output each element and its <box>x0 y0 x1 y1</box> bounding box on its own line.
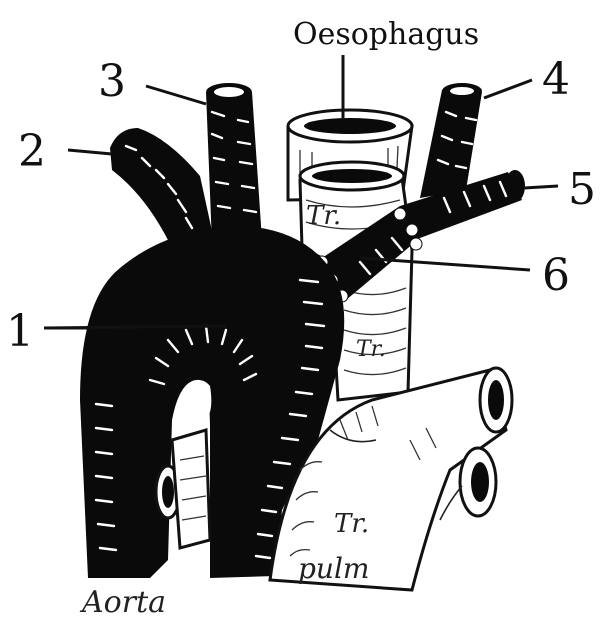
label-4: 4 <box>542 54 570 105</box>
label-1: 1 <box>6 306 34 357</box>
leader-4 <box>484 80 532 98</box>
label-3: 3 <box>98 56 126 107</box>
leader-5 <box>524 186 558 188</box>
vessel-4-left-subclavian <box>420 83 482 198</box>
leader-2 <box>68 150 112 154</box>
label-tr-pulm-line1: Tr. <box>334 509 369 539</box>
leader-3 <box>146 86 206 104</box>
label-trachea-mid: Tr. <box>356 337 386 362</box>
vessel-3-left-common-carotid <box>206 83 262 244</box>
label-oesophagus: Oesophagus <box>293 17 479 52</box>
label-aorta: Aorta <box>79 585 166 617</box>
label-trachea-top: Tr. <box>306 201 341 231</box>
label-tr-pulm-line2: pulm <box>298 552 369 585</box>
label-5: 5 <box>568 164 596 215</box>
label-2: 2 <box>18 126 46 177</box>
label-6: 6 <box>542 250 570 301</box>
vessel-2-brachiocephalic <box>110 128 214 244</box>
